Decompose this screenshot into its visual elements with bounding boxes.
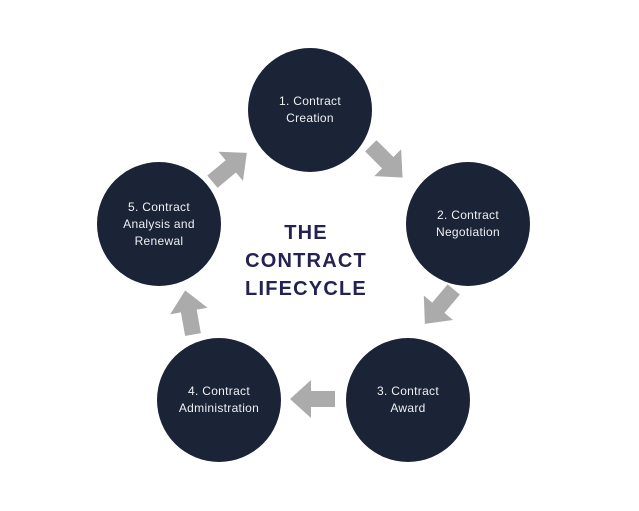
flow-arrow-step2-to-step3-icon [409,277,469,338]
diagram-title: THE CONTRACT LIFECYCLE [214,219,398,303]
step-label: 3. Contract Award [377,384,439,415]
step-label: 5. Contract Analysis and Renewal [123,199,195,248]
step-circle-contract-award: 3. Contract Award [346,338,470,462]
flow-arrow-step5-to-step1-icon [200,137,261,197]
title-line-1: THE [284,222,328,244]
title-line-2: CONTRACT [245,250,367,272]
step-circle-contract-negotiation: 2. Contract Negotiation [406,162,530,286]
step-label: 2. Contract Negotiation [435,208,500,239]
step-circle-contract-analysis-renewal: 5. Contract Analysis and Renewal [97,162,221,286]
step-label: 1. Contract Creation [279,94,341,125]
step-circle-contract-administration: 4. Contract Administration [157,338,281,462]
step-circle-contract-creation: 1. Contract Creation [248,48,372,172]
flow-arrow-step3-to-step4-icon [289,379,335,419]
title-line-3: LIFECYCLE [245,278,367,300]
step-label: 4. Contract Administration [178,384,260,415]
flow-arrow-step1-to-step2-icon [357,132,418,193]
flow-arrow-step4-to-step5-icon [165,286,212,338]
